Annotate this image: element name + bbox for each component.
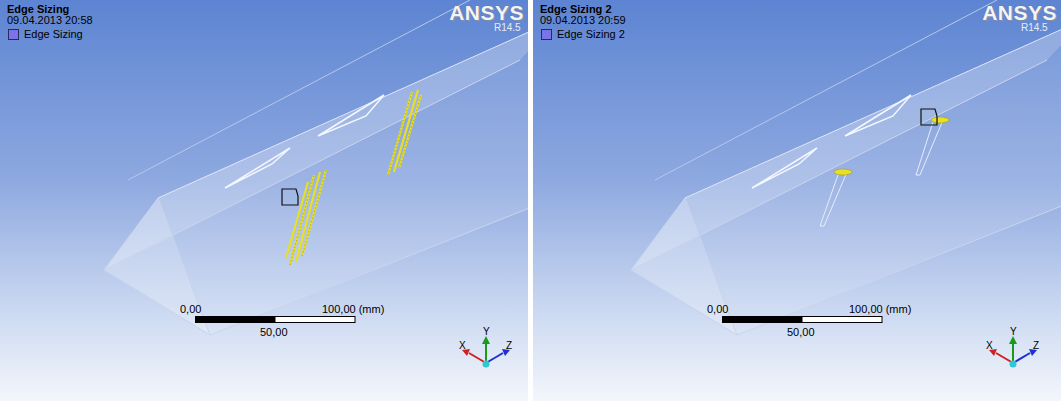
model-illustration: [0, 0, 528, 401]
axis-label: X: [459, 340, 466, 351]
legend-swatch: [8, 29, 19, 40]
axis-label: Y: [483, 326, 490, 337]
version-label: R14.5: [1021, 22, 1048, 33]
legend-swatch: [541, 29, 552, 40]
axis-label: X: [986, 340, 993, 351]
scale-value: 0,00: [707, 303, 728, 315]
timestamp: 09.04.2013 20:58: [7, 14, 93, 26]
timestamp: 09.04.2013 20:59: [540, 14, 626, 26]
viewport-panel: Edge Sizing09.04.2013 20:58ANSYSR14.50,0…: [0, 0, 528, 401]
legend-text: Edge Sizing 2: [557, 28, 625, 40]
brand-logo: ANSYS: [982, 1, 1057, 24]
model-illustration: [533, 0, 1061, 401]
axis-label: Z: [1033, 340, 1039, 351]
scale-value: 50,00: [260, 326, 288, 338]
brand-logo: ANSYS: [449, 1, 524, 24]
view-title: Edge Sizing: [7, 3, 69, 15]
axis-label: Y: [1010, 326, 1017, 337]
scale-value: 100,00 (mm): [849, 303, 911, 315]
version-label: R14.5: [494, 22, 521, 33]
scale-value: 0,00: [180, 303, 201, 315]
scale-value: 100,00 (mm): [322, 303, 384, 315]
viewport-panel: Edge Sizing 209.04.2013 20:59ANSYSR14.50…: [533, 0, 1061, 401]
view-title: Edge Sizing 2: [540, 3, 612, 15]
scale-value: 50,00: [787, 326, 815, 338]
axis-label: Z: [506, 340, 512, 351]
legend-text: Edge Sizing: [24, 28, 83, 40]
